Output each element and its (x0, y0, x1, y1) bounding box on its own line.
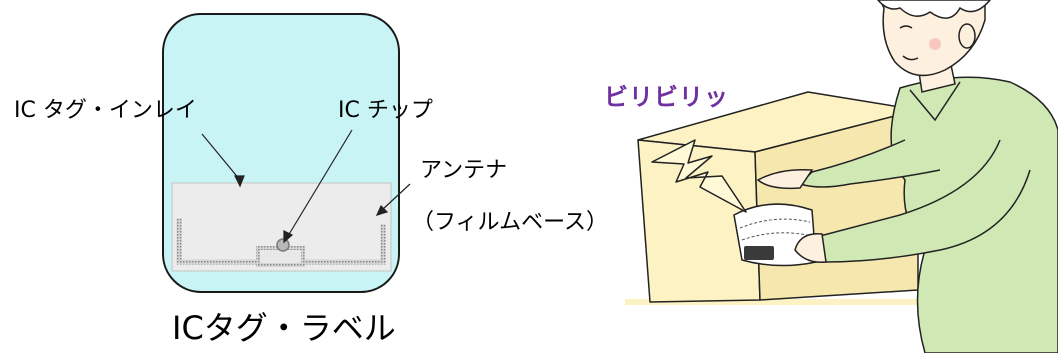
ic-chip-label: IC チップ (338, 98, 433, 123)
ic-chip-dot (276, 238, 290, 252)
lightning-bolt (651, 139, 747, 213)
film-base-label: （フィルムベース） (412, 210, 609, 235)
sound-effect-label: ビリビリッ (604, 83, 729, 111)
leader-lines (201, 129, 411, 244)
person-box-illustration (625, 0, 1058, 353)
man-figure (756, 0, 1058, 353)
inlay-label: IC タグ・インレイ (14, 98, 197, 123)
diagram-title: ICタグ・ラベル (172, 309, 396, 347)
ic-tag-label-illustration (162, 13, 411, 293)
antenna-label: アンテナ (420, 158, 508, 183)
